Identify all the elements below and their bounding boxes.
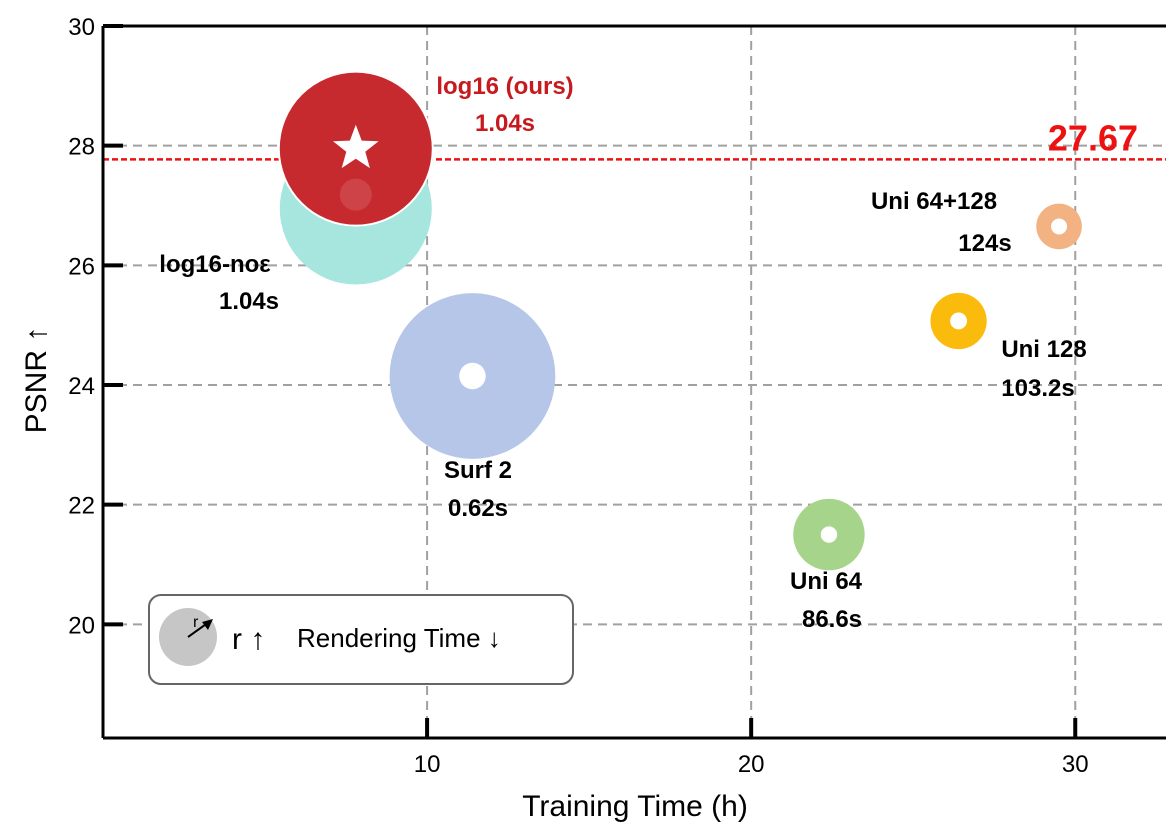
- point-uni-128: [930, 292, 987, 350]
- point-surf-2: [389, 293, 556, 459]
- point-label: 1.04s: [219, 288, 279, 315]
- y-axis-title: PSNR ↑: [20, 327, 53, 434]
- x-tick-label: 30: [1062, 751, 1089, 778]
- legend-arrowhead-icon: [202, 619, 213, 630]
- x-tick-label: 10: [414, 751, 441, 778]
- points-group: [277, 70, 1082, 571]
- point-label: Surf 2: [444, 457, 512, 484]
- legend-r-text: r ↑: [232, 623, 265, 656]
- overlap-hole: [339, 178, 372, 211]
- legend: r r ↑ Rendering Time ↓: [148, 594, 574, 685]
- point-label: log16 (ours): [436, 73, 573, 100]
- bubble-hole: [950, 312, 968, 330]
- point-label: Uni 64+128: [871, 188, 997, 215]
- point-uni-64: [793, 498, 865, 571]
- legend-box: [148, 594, 574, 685]
- reference-value-label: 27.67: [1048, 117, 1138, 158]
- y-tick-label: 30: [68, 14, 95, 41]
- bubble-hole: [820, 526, 838, 543]
- x-tick-label: 20: [738, 751, 765, 778]
- y-tick-label: 20: [68, 612, 95, 639]
- y-tick-label: 26: [68, 253, 95, 280]
- point-label: Uni 128: [1001, 336, 1086, 363]
- star-icon: [333, 124, 379, 169]
- bubble-hole: [1051, 218, 1068, 235]
- point-uni-64-128: [1036, 203, 1082, 250]
- point-label: 86.6s: [802, 606, 862, 633]
- point-label: Uni 64: [790, 568, 863, 595]
- legend-radius-symbol: r: [193, 614, 199, 631]
- legend-time-text: Rendering Time ↓: [297, 623, 501, 653]
- y-tick-label: 22: [68, 493, 95, 520]
- point-label: 124s: [958, 230, 1011, 257]
- x-axis-title: Training Time (h): [522, 790, 748, 823]
- point-label: 1.04s: [475, 110, 535, 137]
- axes: 10 20 30 20 22 24 26 28 30: [68, 14, 1166, 778]
- y-tick-label: 24: [68, 373, 95, 400]
- point-label: 103.2s: [1001, 375, 1074, 402]
- y-tick-label: 28: [68, 134, 95, 161]
- reference-line-group: 27.67: [103, 117, 1166, 161]
- point-label: log16-noε: [159, 251, 270, 278]
- bubble-hole: [459, 362, 486, 390]
- point-log16-ours-: [277, 70, 434, 227]
- point-label: 0.62s: [448, 495, 508, 522]
